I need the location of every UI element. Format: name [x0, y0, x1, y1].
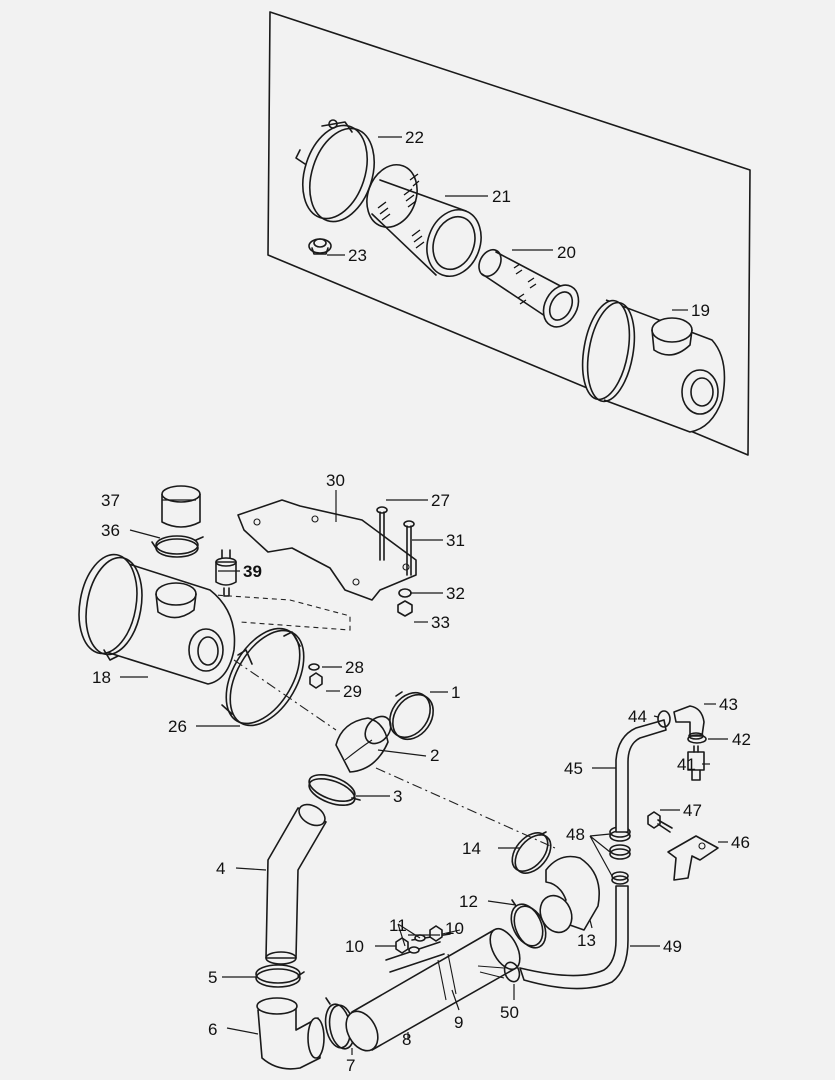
part-8-tube — [345, 927, 521, 1052]
callout-44: 44 — [628, 707, 647, 726]
callout-22: 22 — [405, 128, 424, 147]
part-22-clamp-band — [295, 119, 375, 223]
callout-37: 37 — [101, 491, 120, 510]
callout-4: 4 — [216, 859, 225, 878]
callout-14: 14 — [462, 839, 481, 858]
callout-43: 43 — [719, 695, 738, 714]
part-44-clamp — [657, 710, 671, 728]
callout-23: 23 — [348, 246, 367, 265]
callout-5: 5 — [208, 968, 217, 987]
callout-21: 21 — [492, 187, 511, 206]
callout-10-lower: 10 — [345, 937, 364, 956]
part-2-rubber-elbow — [335, 715, 392, 773]
callout-10-upper: 10 — [445, 919, 464, 938]
part-28-washer — [308, 663, 320, 671]
part-49-hose — [519, 885, 629, 990]
callout-45: 45 — [564, 759, 583, 778]
callout-1: 1 — [451, 683, 460, 702]
part-1-clamp — [389, 691, 434, 741]
part-29-nut — [309, 672, 323, 689]
part-5-clamp — [255, 964, 305, 988]
part-36-clamp — [151, 535, 204, 558]
part-45-pipe — [615, 719, 667, 833]
part-11-washer — [408, 934, 426, 954]
part-32-washer — [398, 588, 412, 598]
callout-13: 13 — [577, 931, 596, 950]
callout-47: 47 — [683, 801, 702, 820]
part-10-nut-lower — [395, 937, 409, 954]
part-6-rubber-elbow — [256, 997, 325, 1070]
part-26-mounting-band — [221, 627, 305, 727]
callout-48: 48 — [566, 825, 585, 844]
callout-42: 42 — [732, 730, 751, 749]
part-39-restriction-sensor — [215, 549, 237, 597]
callout-27: 27 — [431, 491, 450, 510]
callout-50: 50 — [500, 1003, 519, 1022]
part-43-elbow-fitting — [673, 705, 705, 740]
part-47-bolt — [647, 811, 673, 833]
callout-39: 39 — [243, 562, 262, 581]
part-41-restriction-switch — [687, 745, 705, 781]
callout-18: 18 — [92, 668, 111, 687]
callout-41: 41 — [677, 755, 696, 774]
part-10-nut-upper — [429, 925, 461, 942]
callout-6: 6 — [208, 1020, 217, 1039]
assembly-centerline-2 — [375, 767, 556, 849]
callout-46: 46 — [731, 833, 750, 852]
part-33-nut — [397, 600, 413, 617]
callout-7: 7 — [346, 1056, 355, 1075]
callout-3: 3 — [393, 787, 402, 806]
part-14-clamp — [511, 831, 552, 874]
part-19-filter-housing — [581, 299, 726, 433]
callout-26: 26 — [168, 717, 187, 736]
callout-33: 33 — [431, 613, 450, 632]
callout-28: 28 — [345, 658, 364, 677]
part-18-air-cleaner-housing — [78, 553, 236, 685]
part-42-seal-ring — [687, 734, 707, 744]
leader-lines — [120, 136, 728, 1055]
part-21-primary-filter — [366, 164, 482, 277]
part-46-bracket — [667, 835, 719, 881]
callout-9: 9 — [454, 1013, 463, 1032]
part-23-drain-valve — [308, 238, 332, 255]
callout-2: 2 — [430, 746, 439, 765]
callout-12: 12 — [459, 892, 478, 911]
assembly-centerline-1 — [233, 659, 337, 731]
part-37-cap — [161, 485, 201, 528]
callout-30: 30 — [326, 471, 345, 490]
part-50-hose-clamp — [477, 961, 521, 983]
part-13-rubber-elbow — [539, 855, 600, 934]
callout-31: 31 — [446, 531, 465, 550]
part-48-clamps — [609, 826, 631, 885]
part-31-bolt — [403, 520, 415, 576]
part-3-clamp — [308, 774, 361, 806]
callout-32: 32 — [446, 584, 465, 603]
callout-29: 29 — [343, 682, 362, 701]
filter-service-inset — [267, 11, 751, 456]
callout-49: 49 — [663, 937, 682, 956]
part-4-intake-pipe — [265, 803, 327, 965]
callout-8: 8 — [402, 1030, 411, 1049]
part-27-bolt — [376, 506, 388, 561]
part-20-secondary-filter — [478, 248, 580, 328]
callout-36: 36 — [101, 521, 120, 540]
callout-19: 19 — [691, 301, 710, 320]
callout-labels: 22 21 23 20 19 30 27 31 32 33 37 36 39 2… — [92, 128, 751, 1075]
part-30-mounting-plate — [237, 499, 417, 601]
callout-20: 20 — [557, 243, 576, 262]
callout-11: 11 — [389, 916, 407, 935]
